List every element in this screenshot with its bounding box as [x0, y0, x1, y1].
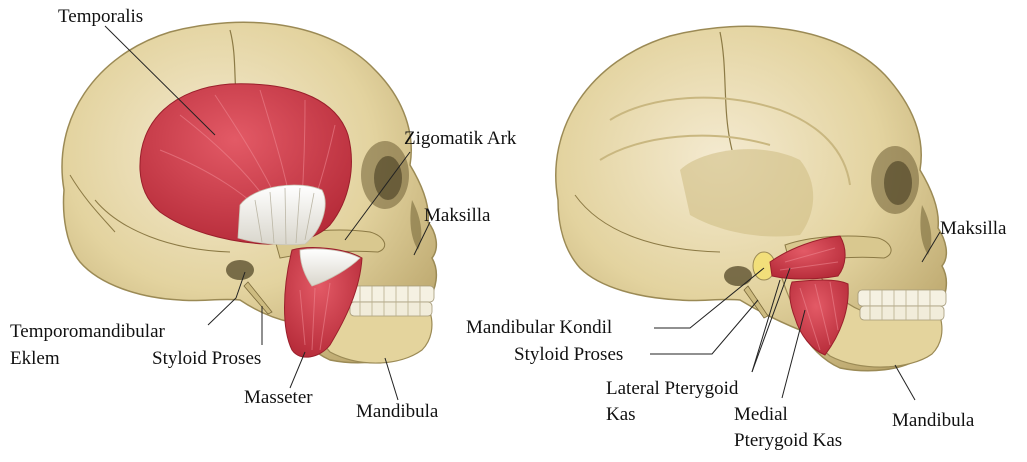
label-zigomatik-ark: Zigomatik Ark — [404, 128, 516, 150]
leader-styloid-right — [650, 300, 758, 354]
leader-mandibula-right — [895, 365, 915, 400]
label-maksilla-right: Maksilla — [940, 218, 1007, 240]
label-mandibula-left: Mandibula — [356, 401, 438, 423]
label-temporalis: Temporalis — [58, 6, 143, 28]
label-temporomandibular: Temporomandibular — [10, 321, 165, 343]
label-maksilla-left: Maksilla — [424, 205, 491, 227]
right-skull — [556, 26, 947, 370]
label-eklem: Eklem — [10, 348, 60, 370]
label-lateral-pterygoid: Lateral Pterygoid — [606, 378, 738, 400]
label-pterygoid-kas: Pterygoid Kas — [734, 430, 842, 452]
left-ear-canal — [226, 260, 254, 280]
left-teeth — [348, 286, 434, 316]
leader-mandibula-left — [385, 358, 398, 400]
label-styloid-right: Styloid Proses — [514, 344, 623, 366]
label-mandibular-kondil: Mandibular Kondil — [466, 317, 612, 339]
label-kas: Kas — [606, 404, 636, 426]
right-teeth — [858, 290, 946, 320]
leader-masseter — [290, 352, 305, 388]
label-styloid-left: Styloid Proses — [152, 348, 261, 370]
label-masseter: Masseter — [244, 387, 313, 409]
label-medial: Medial — [734, 404, 788, 426]
label-mandibula-right: Mandibula — [892, 410, 974, 432]
